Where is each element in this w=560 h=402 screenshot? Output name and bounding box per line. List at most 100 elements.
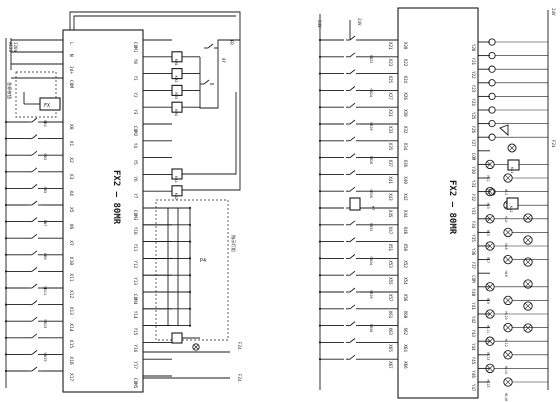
- relay-label: KA1: [510, 167, 514, 174]
- supply-label: AC26: [8, 42, 13, 53]
- right-input-label: X61: [388, 311, 393, 319]
- lamp-cross: [486, 365, 494, 372]
- output-terminal-label: Y1: [132, 76, 138, 82]
- right-switch-label: SB32: [369, 223, 373, 232]
- coil-return: [199, 39, 240, 109]
- lamp-cross: [524, 236, 532, 244]
- input-terminal-label: X1: [68, 141, 74, 147]
- right-output-label: Y33: [471, 207, 476, 215]
- output-terminal-label: Y17: [132, 361, 138, 369]
- relay-box: [171, 185, 183, 197]
- lamp-icon: [485, 282, 495, 292]
- lamp-label: HL6: [504, 243, 508, 249]
- switch-contact: [31, 150, 38, 156]
- right-switch-label: SB28: [369, 156, 373, 165]
- left-plc-body: [62, 29, 144, 393]
- bus-tag: F24: [237, 374, 242, 382]
- right-input-label: X57: [388, 294, 393, 302]
- switch-contact: [349, 102, 356, 108]
- lamp-icon: [485, 336, 495, 346]
- lamp-icon: [503, 227, 513, 238]
- output-terminal-label: Y0: [132, 59, 138, 65]
- right-input-label: X34: [403, 143, 408, 151]
- junction-dot: [4, 187, 8, 190]
- junction-dot: [4, 353, 8, 356]
- input-switch-label: SB11: [43, 286, 48, 296]
- output-terminal-label: COM1: [132, 42, 138, 53]
- input-switch-label: SB13: [43, 319, 48, 328]
- right-input-label: X65: [388, 344, 393, 352]
- lamp-label: HL16: [504, 393, 508, 401]
- lamp-label: HL15: [486, 379, 490, 387]
- junction-dot: [318, 106, 322, 109]
- alarm-lamp-icon: [192, 343, 200, 351]
- junction-dot: [4, 253, 8, 256]
- input-terminal-label: X6: [68, 224, 74, 230]
- junction-dot: [318, 122, 322, 126]
- right-switch-label: SB22: [369, 55, 373, 64]
- right-switch-label: SB26: [369, 122, 373, 131]
- lamp-icon: [523, 257, 533, 267]
- bus-tag: F24: [237, 342, 242, 350]
- right-output-label: Y37: [471, 262, 476, 270]
- right-input-label: X44: [403, 210, 408, 218]
- right-input-label: X22: [403, 59, 408, 67]
- input-terminal-label: X12: [68, 290, 74, 299]
- input-terminal-label: X11: [68, 273, 74, 282]
- output-terminal-label: Y12: [132, 260, 138, 268]
- input-terminal-label: X5: [68, 207, 74, 213]
- lamp-label: HL4: [504, 216, 508, 222]
- output-terminal-label: Y3: [132, 109, 138, 115]
- relay-label: KA1: [174, 176, 179, 184]
- junction-dot: [4, 270, 8, 273]
- buzzer-icon: [499, 124, 509, 136]
- coil-box: [171, 101, 183, 113]
- lamp-cross: [524, 280, 532, 288]
- block-label: P4: [200, 258, 206, 264]
- right-switch-label: SB30: [369, 189, 373, 198]
- lamp-cross: [504, 256, 512, 263]
- junction-dot: [318, 72, 322, 75]
- power-terminal-label: 24+: [68, 66, 74, 74]
- top-bus-wire: [69, 11, 241, 50]
- switch-contact: [349, 170, 356, 175]
- switch-contact: [349, 119, 356, 125]
- relay-box: [171, 168, 183, 180]
- lamp-cross: [486, 215, 494, 222]
- coil-label: KM4: [174, 109, 179, 117]
- junction-dot: [318, 274, 322, 277]
- right-input-label: X30: [403, 109, 408, 117]
- output-terminal-label: COM2: [132, 126, 138, 137]
- lamp-icon: [485, 241, 495, 251]
- output-terminal-label: Y15: [132, 328, 138, 336]
- right-input-label: X66: [403, 361, 408, 369]
- junction-dot: [318, 290, 322, 294]
- junction-dot: [4, 286, 8, 290]
- switch-contact: [203, 79, 210, 85]
- switch-contact: [349, 69, 356, 74]
- switch-contact: [349, 86, 356, 91]
- right-input-label: X53: [388, 260, 393, 268]
- input-terminal-label: X16: [68, 356, 74, 365]
- right-output-label: Y44: [471, 343, 476, 351]
- coil-box: [171, 84, 183, 96]
- lamp-icon: [523, 279, 533, 289]
- switch-contact: [207, 43, 214, 49]
- switch-contact: [31, 250, 38, 256]
- right-output-label: Y23: [471, 85, 476, 93]
- lamp-cross: [486, 310, 494, 318]
- right-output-label: Y46: [471, 370, 476, 378]
- right-output-label: Y20: [471, 44, 476, 52]
- indicator-icon: [488, 51, 496, 60]
- right-input-label: X47: [388, 227, 393, 235]
- output-terminal-label: COM5: [132, 378, 138, 389]
- switch-contact: [31, 167, 38, 173]
- junction-dot: [318, 223, 322, 226]
- right-input-label: X60: [403, 311, 408, 319]
- lamp-cross: [504, 378, 512, 386]
- right-switch-label: SB36: [369, 290, 373, 299]
- lamp-label: HL14: [504, 366, 508, 374]
- lamp-label: HL12: [504, 339, 508, 347]
- right-input-label: X55: [388, 277, 393, 285]
- junction-dot: [318, 341, 322, 344]
